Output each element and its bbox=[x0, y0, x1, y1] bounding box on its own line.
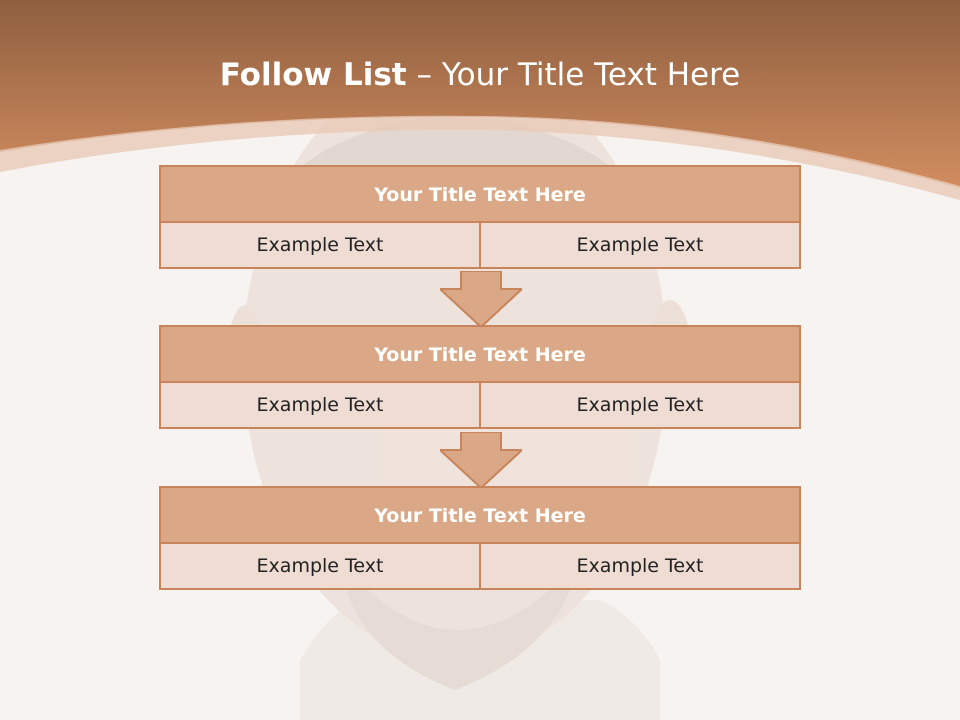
down-arrow-icon bbox=[440, 432, 522, 490]
block-title: Your Title Text Here bbox=[161, 488, 799, 544]
slide-title: Follow List – Your Title Text Here bbox=[0, 54, 960, 96]
block-row: Example Text Example Text bbox=[161, 544, 799, 588]
block-cell-left: Example Text bbox=[161, 544, 479, 588]
block-cell-right: Example Text bbox=[479, 223, 799, 267]
slide-title-bold: Follow List bbox=[219, 57, 407, 93]
slide-title-rest: – Your Title Text Here bbox=[406, 57, 741, 93]
list-block-3: Your Title Text Here Example Text Exampl… bbox=[159, 486, 801, 590]
block-row: Example Text Example Text bbox=[161, 223, 799, 267]
header-band bbox=[0, 0, 960, 188]
list-block-1: Your Title Text Here Example Text Exampl… bbox=[159, 165, 801, 269]
down-arrow-icon bbox=[440, 271, 522, 329]
block-cell-right: Example Text bbox=[479, 383, 799, 427]
list-block-2: Your Title Text Here Example Text Exampl… bbox=[159, 325, 801, 429]
block-title: Your Title Text Here bbox=[161, 167, 799, 223]
block-row: Example Text Example Text bbox=[161, 383, 799, 427]
block-title: Your Title Text Here bbox=[161, 327, 799, 383]
block-cell-left: Example Text bbox=[161, 383, 479, 427]
header-swoosh bbox=[0, 115, 960, 200]
block-cell-left: Example Text bbox=[161, 223, 479, 267]
block-cell-right: Example Text bbox=[479, 544, 799, 588]
